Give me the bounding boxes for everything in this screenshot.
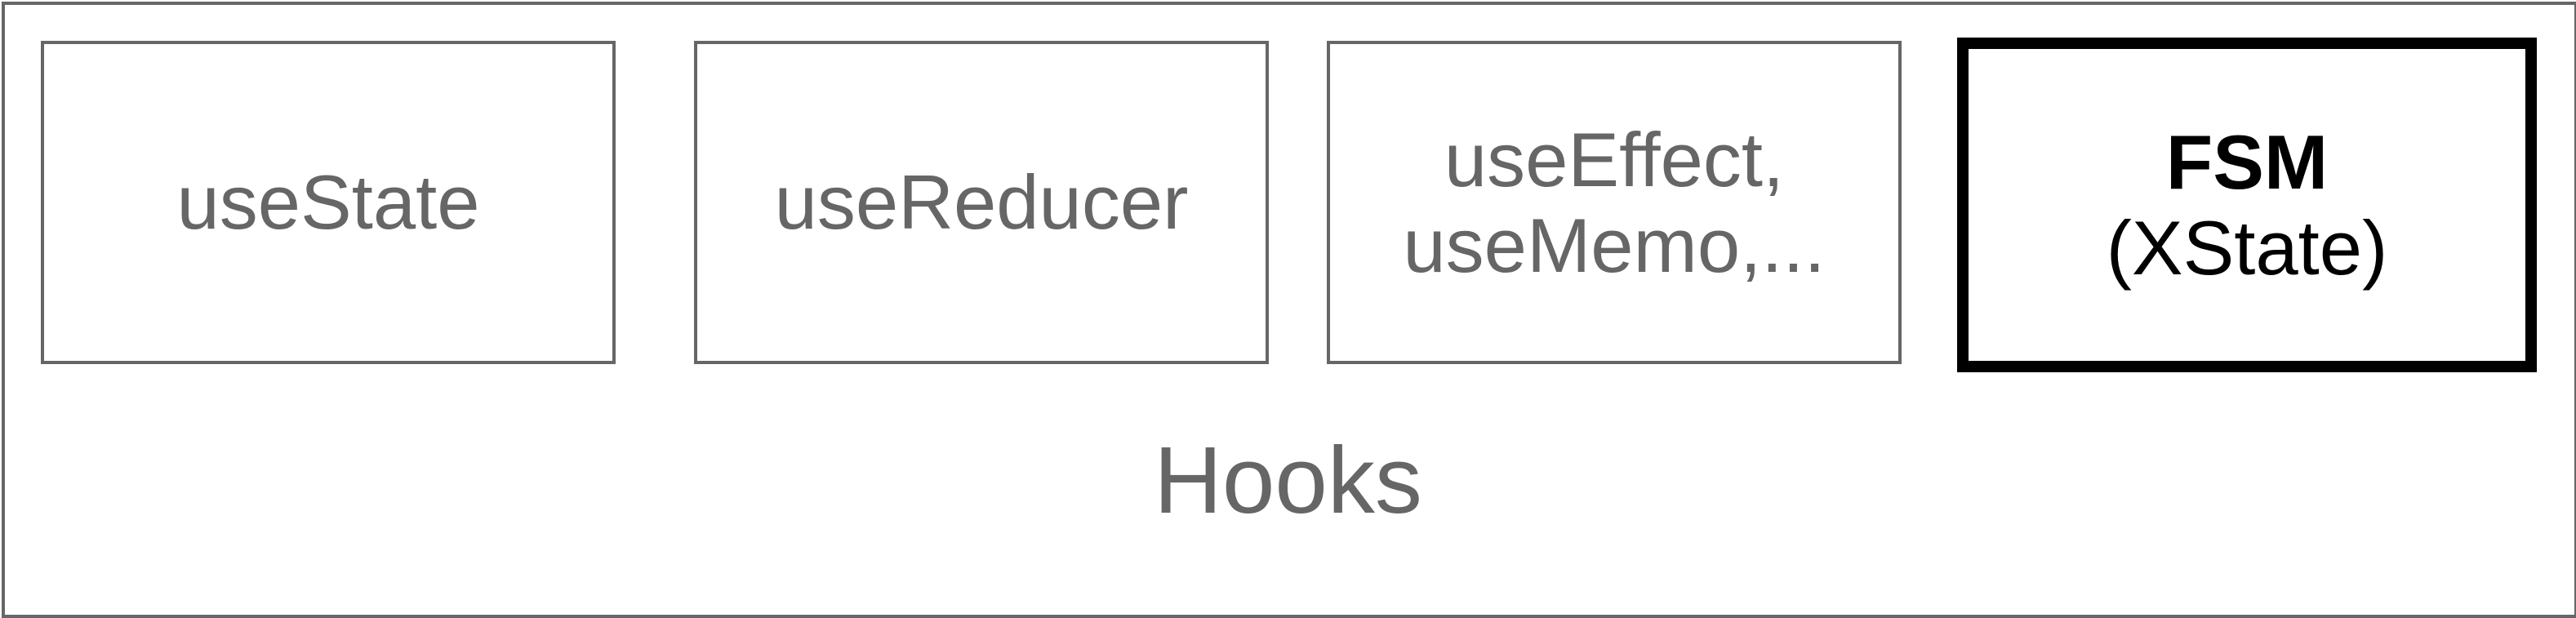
hooks-label: Hooks (1154, 427, 1422, 533)
usememo-label: useMemo,... (1403, 202, 1826, 288)
usereducer-label: useReducer (774, 159, 1189, 246)
fsm-xstate-box: FSM (XState) (1957, 38, 2537, 372)
usereducer-box: useReducer (694, 41, 1269, 364)
usestate-label: useState (176, 159, 480, 246)
xstate-subtitle: (XState) (2106, 205, 2388, 291)
useeffect-usememo-box: useEffect, useMemo,... (1327, 41, 1902, 364)
usestate-box: useState (41, 41, 616, 364)
useeffect-label: useEffect, (1444, 116, 1785, 202)
fsm-title: FSM (2165, 118, 2329, 205)
